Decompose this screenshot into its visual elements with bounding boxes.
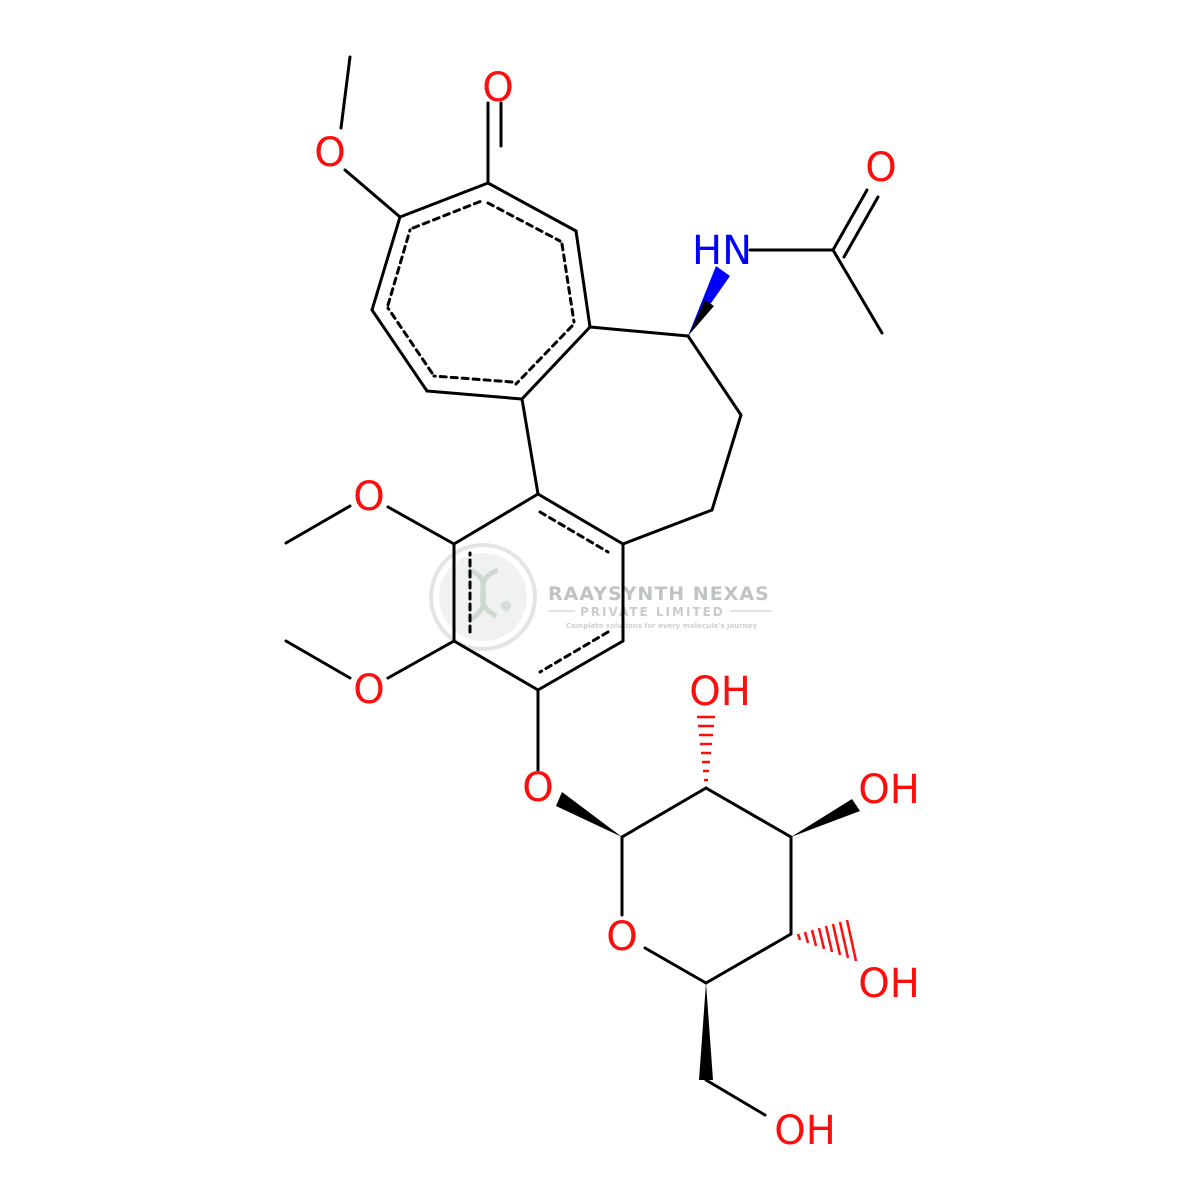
carbonyl-oxygen-label: O <box>482 65 513 111</box>
hydroxyl-4-label: OH <box>858 961 920 1007</box>
hydroxyl-6-label: OH <box>774 1108 836 1154</box>
tropolone-methoxy-oxygen-label: O <box>314 130 345 176</box>
watermark-title: RAAYSYNTH NEXAS <box>548 583 770 605</box>
hydroxyl-2-label: OH <box>689 669 751 715</box>
tropolone-ring <box>370 181 592 401</box>
dna-leaf-logo-icon <box>429 543 537 651</box>
benzene-ring <box>452 492 625 692</box>
watermark-subtitle: PRIVATE LIMITED <box>580 605 725 619</box>
amide-oxygen-label: O <box>865 145 896 191</box>
ring-oxygen-label: O <box>606 914 637 960</box>
watermark-tagline: Complete solutions for every molecule's … <box>566 622 757 630</box>
methoxy-oxygen-2-label: O <box>353 667 384 713</box>
wedge-bonds <box>556 266 860 1080</box>
hash-bonds <box>697 715 858 962</box>
watermark: RAAYSYNTH NEXAS PRIVATE LIMITED Complete… <box>429 543 772 651</box>
glucose-ring <box>620 786 793 985</box>
bonds <box>284 55 884 1117</box>
amide-nitrogen-label: HN <box>692 228 752 274</box>
atom-labels: O O HN O O O O OH OH O OH OH <box>314 65 920 1154</box>
glycosidic-oxygen-label: O <box>522 765 553 811</box>
methoxy-oxygen-1-label: O <box>353 474 384 520</box>
hydroxyl-3-label: OH <box>858 767 920 813</box>
